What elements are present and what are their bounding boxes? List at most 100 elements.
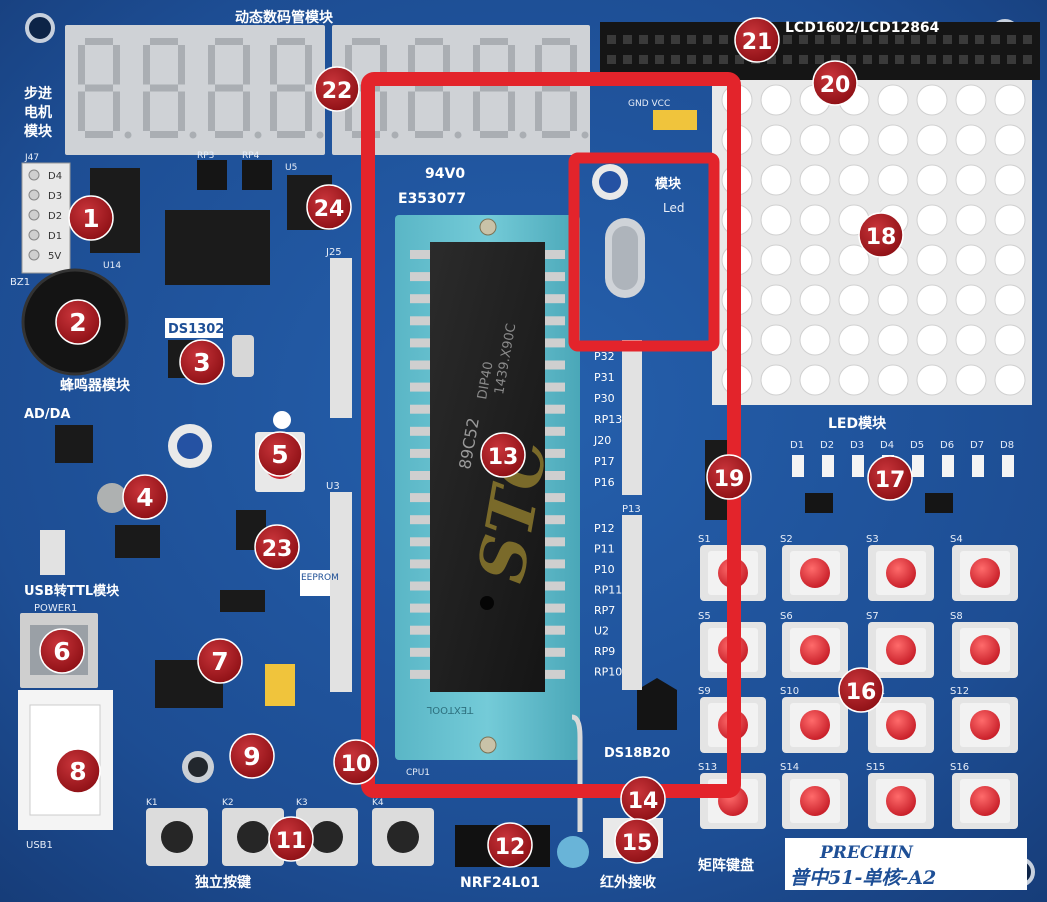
svg-text:18: 18: [866, 225, 897, 250]
socket-pin: [410, 448, 432, 458]
matrix-dot: [799, 324, 831, 356]
stepper-label-line3: 模块: [24, 123, 53, 140]
svg-text:21: 21: [742, 30, 773, 55]
matrix-dot: [994, 124, 1026, 156]
digit-2: [143, 38, 197, 139]
matrix-dot: [760, 284, 792, 316]
stepper-pin: [28, 189, 40, 201]
matrix-key-16: S16: [950, 762, 1018, 829]
matrix-dot: [838, 124, 870, 156]
svg-text:D7: D7: [970, 440, 984, 451]
matrix-dot: [955, 284, 987, 316]
header-pin: [671, 55, 680, 64]
socket-pin: [410, 294, 432, 304]
svg-text:22: 22: [322, 79, 353, 104]
matrix-key-2: S2: [780, 534, 848, 601]
matrix-dot: [799, 204, 831, 236]
led-small-label: Led: [663, 201, 684, 215]
header-pin: [687, 55, 696, 64]
matrix-dot: [877, 364, 909, 396]
svg-text:D2: D2: [820, 440, 834, 451]
matrix-key-8: S8: [950, 611, 1018, 678]
badge-24: 24: [306, 184, 352, 230]
badge-17: 17: [867, 455, 913, 501]
socket-pin: [410, 647, 432, 657]
zif-socket: STC 89C52 DIP40 1439.X90C TEXTOOL 94V0 E…: [395, 166, 583, 832]
matrix-keyboard-label: 矩阵键盘: [698, 857, 754, 874]
matrix-dot: [877, 164, 909, 196]
matrix-dot: [916, 164, 948, 196]
gnd-vcc-label: GND VCC: [628, 99, 670, 109]
header-pin: [863, 35, 872, 44]
header-pin: [815, 55, 824, 64]
led-8: D8: [1000, 440, 1014, 477]
port1-label: RP10: [594, 666, 622, 679]
svg-text:S7: S7: [866, 611, 879, 622]
matrix-dot: [760, 244, 792, 276]
matrix-dot: [955, 84, 987, 116]
header-pin: [847, 35, 856, 44]
ref-j22: U3: [326, 481, 340, 492]
highlight-crystal-region: [568, 152, 720, 352]
svg-text:D3: D3: [850, 440, 864, 451]
svg-text:S1: S1: [698, 534, 711, 545]
socket-pin: [410, 625, 432, 635]
header-pin: [831, 35, 840, 44]
module-small-label: 模块: [655, 176, 682, 192]
svg-text:3: 3: [193, 348, 210, 377]
ref-j25: J25: [325, 247, 342, 258]
matrix-key-10: S10: [780, 686, 848, 753]
badge-3: 3: [179, 339, 225, 385]
nrf-label: NRF24L01: [460, 875, 540, 891]
lcd-label: LCD1602/LCD12864: [785, 20, 940, 36]
port1-label: P12: [594, 522, 615, 535]
svg-text:10: 10: [341, 752, 372, 777]
matrix-dot: [760, 364, 792, 396]
ref-j47: J47: [24, 153, 39, 163]
svg-text:24: 24: [314, 197, 345, 222]
matrix-dot: [994, 84, 1026, 116]
svg-text:D5: D5: [910, 440, 924, 451]
ind-key-label: K4: [372, 798, 384, 808]
svg-text:12: 12: [495, 835, 526, 860]
led-3: D3: [850, 440, 864, 477]
independent-key-1: K1: [146, 798, 208, 866]
svg-text:6: 6: [53, 637, 70, 666]
header-pin: [687, 35, 696, 44]
matrix-dot: [838, 324, 870, 356]
svg-text:S13: S13: [698, 762, 717, 773]
header-pin: [991, 35, 1000, 44]
eeprom-label: EEPROM: [301, 573, 339, 583]
led-5: D5: [910, 440, 924, 477]
independent-key-4: K4: [372, 798, 434, 866]
matrix-dot: [955, 164, 987, 196]
ul-code: 94V0: [425, 166, 465, 182]
stepper-pin-label: D1: [48, 231, 62, 242]
matrix-dot: [994, 324, 1026, 356]
socket-pin: [410, 250, 432, 259]
matrix-dot: [916, 84, 948, 116]
left-pin-headers: J25 U3 EEPROM: [300, 247, 352, 692]
header-pin: [1023, 55, 1032, 64]
svg-text:5: 5: [271, 440, 288, 469]
badge-9: 9: [229, 733, 275, 779]
header-pin: [959, 55, 968, 64]
socket-pin: [410, 603, 432, 613]
ir-label: 红外接收: [600, 874, 657, 891]
svg-text:S5: S5: [698, 611, 711, 622]
socket-pin: [410, 382, 432, 392]
svg-text:S10: S10: [780, 686, 799, 697]
socket-pin: [543, 316, 565, 326]
ref-cpu1: CPU1: [406, 768, 430, 778]
svg-text:S9: S9: [698, 686, 711, 697]
svg-text:9: 9: [243, 742, 260, 771]
socket-pin: [410, 338, 432, 348]
matrix-dot: [799, 164, 831, 196]
svg-text:23: 23: [262, 537, 293, 562]
svg-text:16: 16: [846, 680, 877, 705]
badge-8: 8: [55, 748, 101, 794]
header-pin: [639, 35, 648, 44]
socket-pin: [543, 647, 565, 657]
socket-pin: [410, 515, 432, 525]
